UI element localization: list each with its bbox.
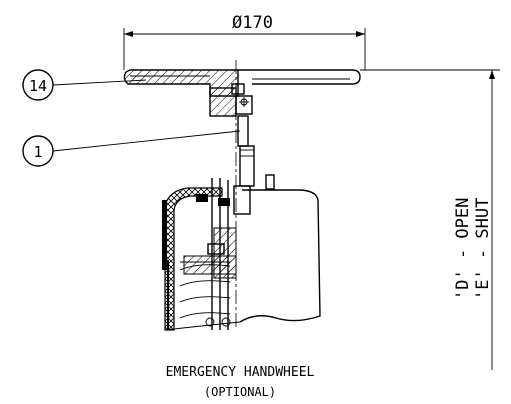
travel-dimension: 'D' - OPEN 'E' - SHUT [360, 69, 500, 370]
balloon-14-label: 14 [29, 77, 47, 95]
balloon-1: 1 [22, 130, 241, 167]
stem [233, 115, 275, 215]
balloon-14: 14 [22, 69, 147, 101]
diameter-dimension: Ø170 [123, 13, 366, 70]
actuator-body [239, 189, 321, 323]
shut-label: 'E' - SHUT [473, 198, 493, 300]
caption-title: EMERGENCY HANDWHEEL [166, 365, 315, 380]
balloon-1-label: 1 [33, 143, 42, 161]
housing-section [162, 178, 241, 331]
handwheel [123, 69, 361, 117]
open-label: 'D' - OPEN [453, 198, 473, 300]
caption-subtitle: (OPTIONAL) [204, 385, 276, 399]
diameter-label: Ø170 [232, 13, 273, 33]
